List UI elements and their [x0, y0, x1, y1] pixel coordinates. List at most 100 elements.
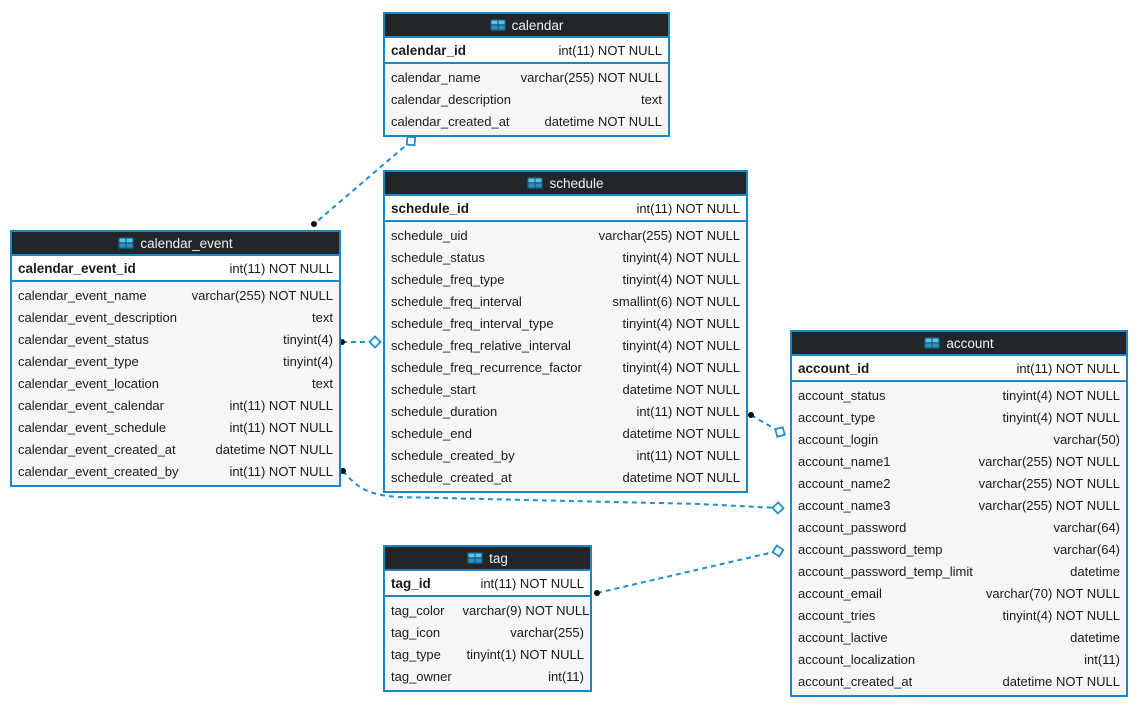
column-type: varchar(255) NOT NULL [598, 227, 740, 243]
column-row: account_localization int(11) [792, 648, 1126, 670]
table-header[interactable]: schedule [385, 172, 746, 196]
column-name: calendar_event_schedule [18, 419, 167, 435]
column-type: text [312, 375, 333, 391]
column-type: int(11) NOT NULL [558, 42, 662, 58]
column-type: tinyint(1) NOT NULL [466, 646, 584, 662]
column-row: tag_owner int(11) [385, 665, 590, 687]
column-name: schedule_start [391, 381, 476, 397]
column-type: int(11) NOT NULL [480, 575, 584, 591]
table-account[interactable]: account account_id int(11) NOT NULL acco… [790, 330, 1128, 697]
column-type: tinyint(4) NOT NULL [1002, 409, 1120, 425]
column-name: schedule_freq_type [391, 271, 505, 287]
column-name: calendar_event_id [18, 260, 136, 276]
column-type: varchar(255) NOT NULL [191, 287, 333, 303]
column-row: schedule_start datetime NOT NULL [385, 378, 746, 400]
column-row: tag_type tinyint(1) NOT NULL [385, 643, 590, 665]
column-type: varchar(70) NOT NULL [985, 585, 1120, 601]
column-name: schedule_freq_relative_interval [391, 337, 571, 353]
table-icon [924, 337, 941, 349]
table-calendar[interactable]: calendar calendar_id int(11) NOT NULL ca… [383, 12, 670, 137]
column-name: account_name2 [798, 475, 891, 491]
column-type: datetime NOT NULL [622, 381, 740, 397]
column-type: tinyint(4) NOT NULL [622, 359, 740, 375]
column-type: varchar(64) [1053, 519, 1120, 535]
column-type: int(11) NOT NULL [636, 200, 740, 216]
column-name: account_localization [798, 651, 916, 667]
column-type: varchar(255) NOT NULL [978, 453, 1120, 469]
column-name: account_lactive [798, 629, 888, 645]
column-type: int(11) NOT NULL [229, 260, 333, 276]
column-type: int(11) NOT NULL [636, 447, 740, 463]
relationship-calendar_event-schedule[interactable] [339, 335, 382, 349]
column-type: varchar(255) NOT NULL [520, 69, 662, 85]
table-icon [467, 552, 484, 564]
column-name: tag_owner [391, 668, 452, 684]
column-type: tinyint(4) [283, 331, 333, 347]
table-header[interactable]: tag [385, 547, 590, 571]
column-type: tinyint(4) NOT NULL [622, 249, 740, 265]
table-title: calendar_event [140, 235, 233, 251]
relationship-tag-account[interactable] [594, 544, 785, 596]
column-name: calendar_event_name [18, 287, 147, 303]
column-type: text [641, 91, 662, 107]
column-name: schedule_freq_interval_type [391, 315, 554, 331]
column-type: int(11) NOT NULL [229, 463, 333, 479]
column-name: tag_type [391, 646, 441, 662]
column-type: datetime [1070, 629, 1120, 645]
column-name: schedule_freq_recurrence_factor [391, 359, 582, 375]
table-header[interactable]: calendar_event [12, 232, 339, 256]
column-name: account_password_temp_limit [798, 563, 973, 579]
column-type: tinyint(4) NOT NULL [622, 337, 740, 353]
column-type: varchar(9) NOT NULL [462, 602, 590, 618]
column-name: account_id [798, 360, 870, 376]
column-type: int(11) [1084, 651, 1120, 667]
column-type: tinyint(4) [283, 353, 333, 369]
table-title: schedule [549, 175, 604, 191]
primary-key-row: schedule_id int(11) NOT NULL [385, 196, 746, 222]
column-type: int(11) [548, 668, 584, 684]
table-schedule[interactable]: schedule schedule_id int(11) NOT NULL sc… [383, 170, 748, 493]
column-type: tinyint(4) NOT NULL [622, 315, 740, 331]
table-calendar-event[interactable]: calendar_event calendar_event_id int(11)… [10, 230, 341, 487]
table-title: tag [489, 550, 508, 566]
column-name: tag_icon [391, 624, 441, 640]
table-header[interactable]: calendar [385, 14, 668, 38]
column-name: schedule_id [391, 200, 470, 216]
column-row: schedule_freq_interval_type tinyint(4) NO… [385, 312, 746, 334]
table-icon [527, 177, 544, 189]
column-type: text [312, 309, 333, 325]
column-type: datetime [1070, 563, 1120, 579]
table-title: calendar [511, 17, 564, 33]
column-type: varchar(255) [510, 624, 584, 640]
relationship-schedule-account[interactable] [748, 412, 788, 440]
column-name: calendar_id [391, 42, 467, 58]
primary-key-row: tag_id int(11) NOT NULL [385, 571, 590, 597]
column-type: datetime NOT NULL [622, 425, 740, 441]
table-header[interactable]: account [792, 332, 1126, 356]
column-name: calendar_event_status [18, 331, 149, 347]
column-type: varchar(255) NOT NULL [978, 475, 1120, 491]
